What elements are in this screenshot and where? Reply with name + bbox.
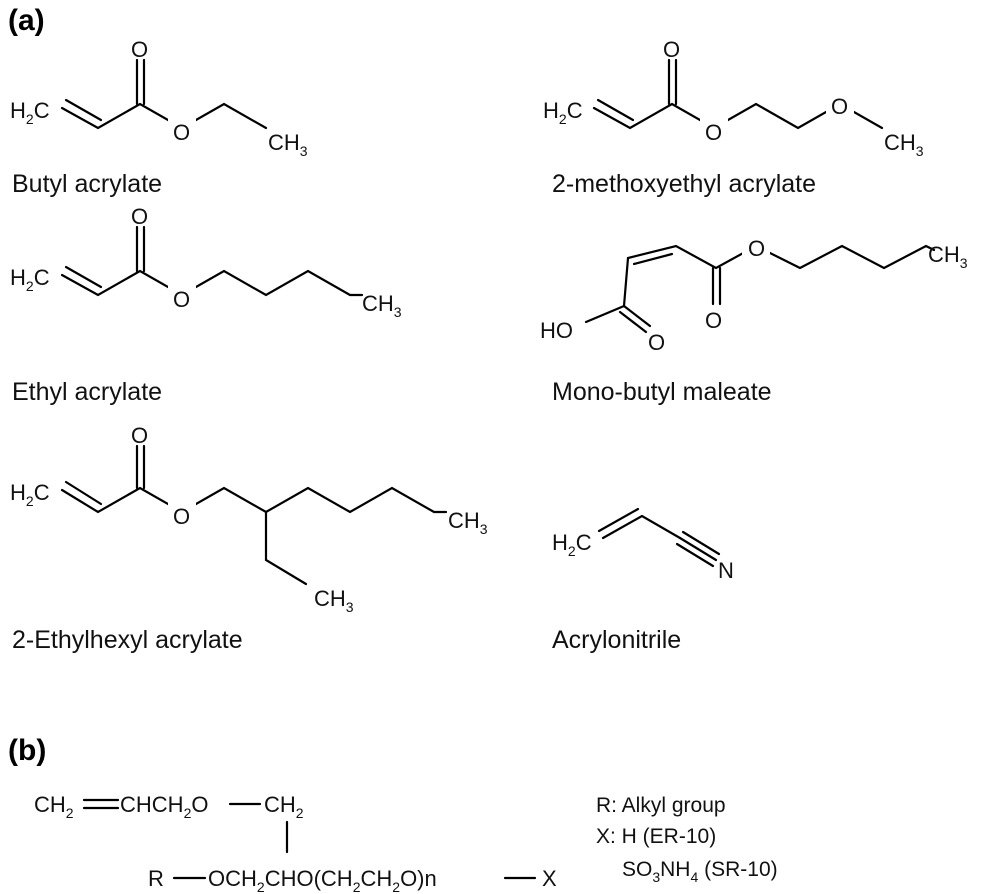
formula-backbone: OCH2CHO(CH2CH2O)n [208, 866, 437, 894]
compound-name: 2-Ethylhexyl acrylate [12, 626, 243, 654]
backbone-bonds [60, 269, 364, 297]
atom-o-carbonyl: O [131, 37, 148, 62]
triple-bond-1 [678, 536, 718, 562]
bond-acid-carbonyl-2 [618, 310, 648, 334]
atom-ch3: CH3 [928, 242, 968, 271]
atom-h2c: H2C [543, 98, 583, 127]
atom-h2c: H2C [10, 265, 50, 294]
atom-mask [700, 118, 728, 142]
backbone-bonds [601, 514, 682, 540]
double-bond-cis-alkene [632, 252, 674, 266]
bond-acid-carbonyl-1 [622, 304, 652, 328]
formula-ch2-start: CH2 [34, 792, 74, 821]
double-bond-vinyl [596, 98, 635, 122]
atom-o-ester: O [705, 120, 722, 145]
triple-bond-2 [681, 530, 721, 556]
compound-name: Butyl acrylate [12, 170, 162, 198]
atom-ch3: CH3 [268, 130, 308, 159]
compound-name: Mono-butyl maleate [552, 378, 772, 406]
backbone-bonds [60, 102, 268, 130]
double-bond-vinyl [64, 265, 103, 289]
atom-o-acid: O [648, 330, 665, 355]
atom-mask [168, 118, 196, 142]
compound-name: Acrylonitrile [552, 626, 681, 654]
atom-ch3-branch: CH3 [314, 586, 354, 615]
emulsifier-structure: CH2 CHCH2O CH2 R OCH2CHO(CH2CH2O)n X [34, 792, 557, 894]
atom-o-ester: O [173, 504, 190, 529]
atom-n: N [718, 558, 734, 583]
atom-ch3: CH3 [362, 291, 402, 320]
atom-o-ester: O [173, 287, 190, 312]
structure-methoxyethyl-acrylate: H2C O O O CH3 2-methoxyethyl acrylate [543, 37, 924, 198]
atom-ho: HO [540, 318, 573, 343]
atom-h2c: H2C [10, 480, 50, 509]
atom-o-carbonyl: O [131, 204, 148, 229]
atom-o-carbonyl: O [131, 423, 148, 448]
structure-acrylonitrile: H2C N Acrylonitrile [552, 507, 734, 654]
atom-h2c: H2C [552, 530, 592, 559]
atom-mask [168, 502, 196, 526]
formula-ch2-end: CH2 [264, 792, 304, 821]
structure-ethylhexyl-acrylate: H2C O O CH3 CH3 2-Ethylhexyl acrylate [10, 423, 488, 654]
backbone-bonds [60, 486, 448, 514]
formula-r: R [148, 866, 164, 891]
structure-ethyl-acrylate: H2C O O CH3 Ethyl acrylate [10, 204, 402, 406]
formula-chch2: CHCH2O [120, 792, 208, 821]
panel-label-a: (a) [8, 4, 45, 37]
compound-name: 2-methoxyethyl acrylate [552, 170, 816, 198]
structure-butyl-acrylate: H2C O O CH3 Butyl acrylate [10, 37, 308, 198]
atom-o-ether: O [831, 94, 848, 119]
formula-x: X [542, 866, 557, 891]
compound-name: Ethyl acrylate [12, 378, 162, 406]
legend-x: X: H (ER-10) [596, 825, 716, 848]
legend-sr10: SO3NH4 (SR-10) [622, 858, 778, 885]
atom-o-ester: O [173, 120, 190, 145]
atom-ch3: CH3 [884, 130, 924, 159]
atom-o-carbonyl: O [705, 308, 722, 333]
triple-bond-3 [675, 542, 715, 568]
atom-mask [168, 285, 196, 309]
double-bond-vinyl [64, 98, 103, 122]
double-bond-vinyl [597, 507, 640, 533]
ethyl-branch-bonds [264, 510, 308, 586]
atom-ch3-chain: CH3 [448, 508, 488, 537]
double-bond-vinyl [64, 480, 103, 506]
atom-o-ester: O [748, 236, 765, 261]
legend-r: R: Alkyl group [596, 794, 726, 817]
structure-mono-butyl-maleate: HO O O O CH3 Mono-butyl maleate [540, 234, 968, 406]
atom-mask [826, 92, 854, 116]
panel-label-b: (b) [8, 734, 46, 767]
atom-h2c: H2C [10, 98, 50, 127]
atom-o-carbonyl: O [663, 37, 680, 62]
emulsifier-legend: R: Alkyl group X: H (ER-10) SO3NH4 (SR-1… [596, 794, 778, 885]
atom-mask [742, 234, 770, 258]
